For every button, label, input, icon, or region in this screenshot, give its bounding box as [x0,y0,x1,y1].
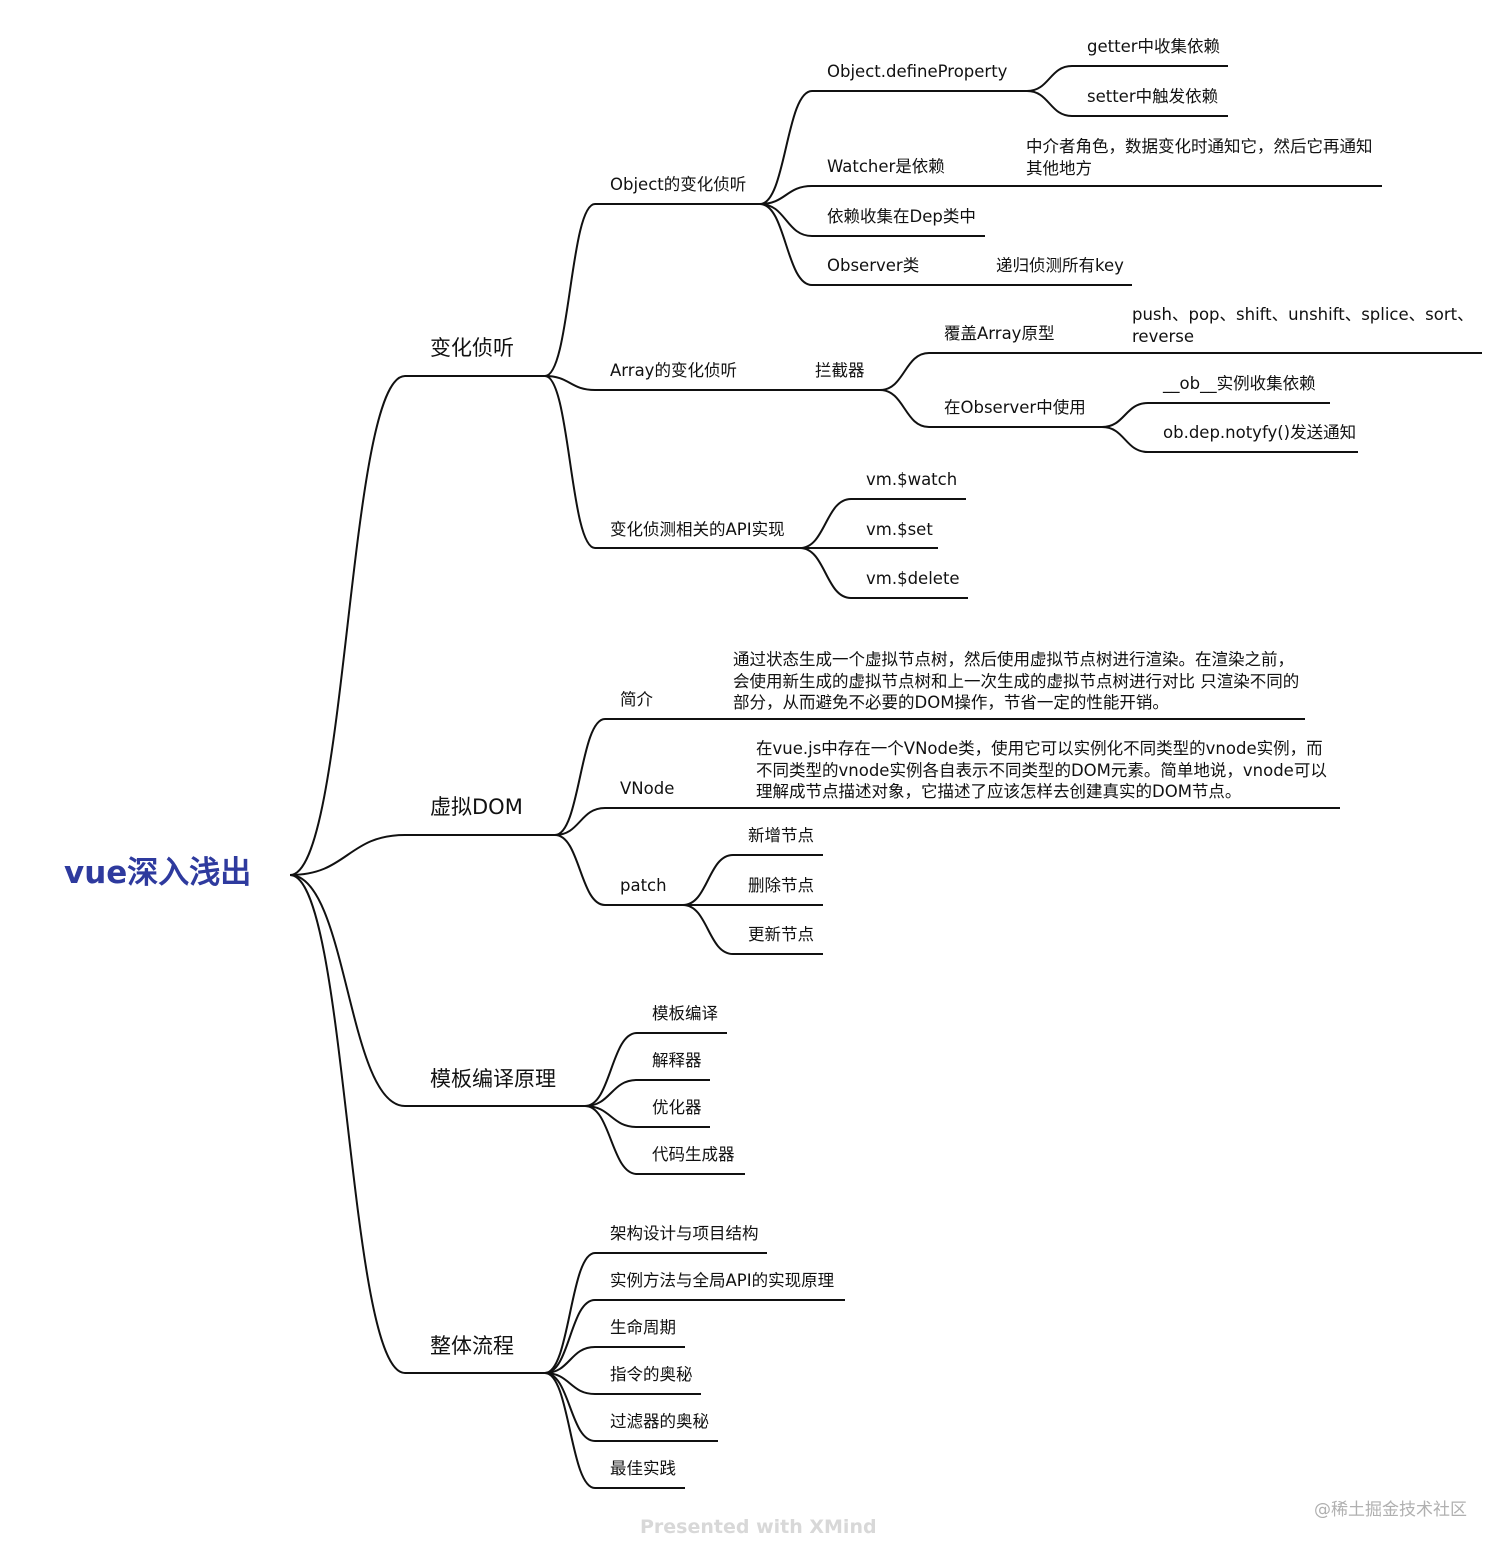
note-array-methods: push、pop、shift、unshift、splice、sort、 reve… [1132,305,1474,346]
connector-obj-3 [759,203,813,286]
topic-parser[interactable]: 解释器 [652,1051,702,1070]
topic-remove-node[interactable]: 删除节点 [748,876,814,895]
connector-obj-2 [759,203,813,237]
connector-api-2 [799,547,852,599]
topic-instance-api[interactable]: 实例方法与全局API的实现原理 [610,1271,835,1290]
topic-dep[interactable]: 依赖收集在Dep类中 [827,207,976,226]
topic-virtual-dom[interactable]: 虚拟DOM [430,795,523,819]
topic-getter[interactable]: getter中收集依赖 [1087,37,1220,56]
topic-observer[interactable]: Observer类 [827,256,920,275]
topic-override-array-proto[interactable]: 覆盖Array原型 [944,324,1055,343]
topic-template-compile[interactable]: 模板编译原理 [430,1067,556,1091]
connector-root-1 [289,834,406,876]
connector-dp-1 [1026,90,1073,117]
note-observer: 递归侦测所有key [996,256,1124,275]
connector-root-2 [289,874,406,1107]
connector-patch-0 [682,854,734,906]
topic-watcher[interactable]: Watcher是依赖 [827,157,945,176]
connector-root-0 [289,375,406,876]
connector-b4-1 [544,1299,596,1374]
connector-b2-0 [554,718,606,836]
topic-vm-watch[interactable]: vm.$watch [866,470,958,489]
topic-array-detection[interactable]: Array的变化侦听 [610,361,737,380]
connector-b2-2 [554,834,606,906]
topic-ob-collect[interactable]: __ob__实例收集依赖 [1163,374,1316,393]
topic-patch[interactable]: patch [620,876,667,895]
topic-overall-flow[interactable]: 整体流程 [430,1334,514,1358]
topic-vm-set[interactable]: vm.$set [866,520,933,539]
topic-vnode[interactable]: VNode [620,779,675,798]
topic-codegen[interactable]: 代码生成器 [652,1145,735,1164]
connector-arr-0 [879,352,930,391]
connector-api-0 [799,498,852,549]
connector-obj-1 [759,185,813,205]
connector-b4-0 [544,1252,596,1374]
connector-b4-2 [544,1346,596,1374]
connector-b1-0 [544,203,596,377]
topic-define-property[interactable]: Object.defineProperty [827,62,1008,81]
watermark: @稀土掘金技术社区 [1314,1500,1467,1520]
connector-obj-0 [759,90,813,205]
topic-change-detection[interactable]: 变化侦听 [430,336,514,360]
connector-b3-3 [584,1105,638,1175]
topic-filters[interactable]: 过滤器的奥秘 [610,1412,709,1431]
connector-b1-1 [544,375,596,391]
connector-obs-0 [1101,402,1149,428]
note-intro: 通过状态生成一个虚拟节点树，然后使用虚拟节点树进行渲染。在渲染之前， 会使用新生… [733,650,1300,712]
topic-interceptor[interactable]: 拦截器 [815,361,865,380]
topic-architecture[interactable]: 架构设计与项目结构 [610,1224,759,1243]
topic-use-in-observer[interactable]: 在Observer中使用 [944,398,1086,417]
topic-vm-delete[interactable]: vm.$delete [866,569,960,588]
note-vnode: 在vue.js中存在一个VNode类，使用它可以实例化不同类型的vnode实例，… [756,739,1327,801]
topic-best-practice[interactable]: 最佳实践 [610,1459,676,1478]
connector-root-3 [289,874,406,1374]
topic-object-detection[interactable]: Object的变化侦听 [610,175,747,194]
topic-lifecycle[interactable]: 生命周期 [610,1318,676,1337]
connector-patch-2 [682,904,734,955]
connector-b3-1 [584,1079,638,1107]
connector-dp-0 [1026,65,1073,92]
topic-setter[interactable]: setter中触发依赖 [1087,87,1219,106]
connector-b2-1 [554,807,606,836]
topic-api-impl[interactable]: 变化侦测相关的API实现 [610,520,785,539]
topic-ob-notify[interactable]: ob.dep.notyfy()发送通知 [1163,423,1357,442]
topic-add-node[interactable]: 新增节点 [748,826,814,845]
connector-b1-2 [544,375,596,549]
connector-b3-0 [584,1032,638,1107]
connector-b4-5 [544,1372,596,1489]
connector-arr-1 [879,389,930,428]
connector-obs-1 [1101,426,1149,453]
footer-credit: Presented with XMind [640,1516,877,1538]
topic-compile[interactable]: 模板编译 [652,1004,718,1023]
note-watcher: 中介者角色，数据变化时通知它，然后它再通知 其他地方 [1026,137,1373,178]
topic-optimizer[interactable]: 优化器 [652,1098,702,1117]
topic-directives[interactable]: 指令的奥秘 [610,1365,693,1384]
topic-intro[interactable]: 简介 [620,690,653,709]
topic-update-node[interactable]: 更新节点 [748,925,814,944]
root-topic[interactable]: vue深入浅出 [64,855,252,891]
